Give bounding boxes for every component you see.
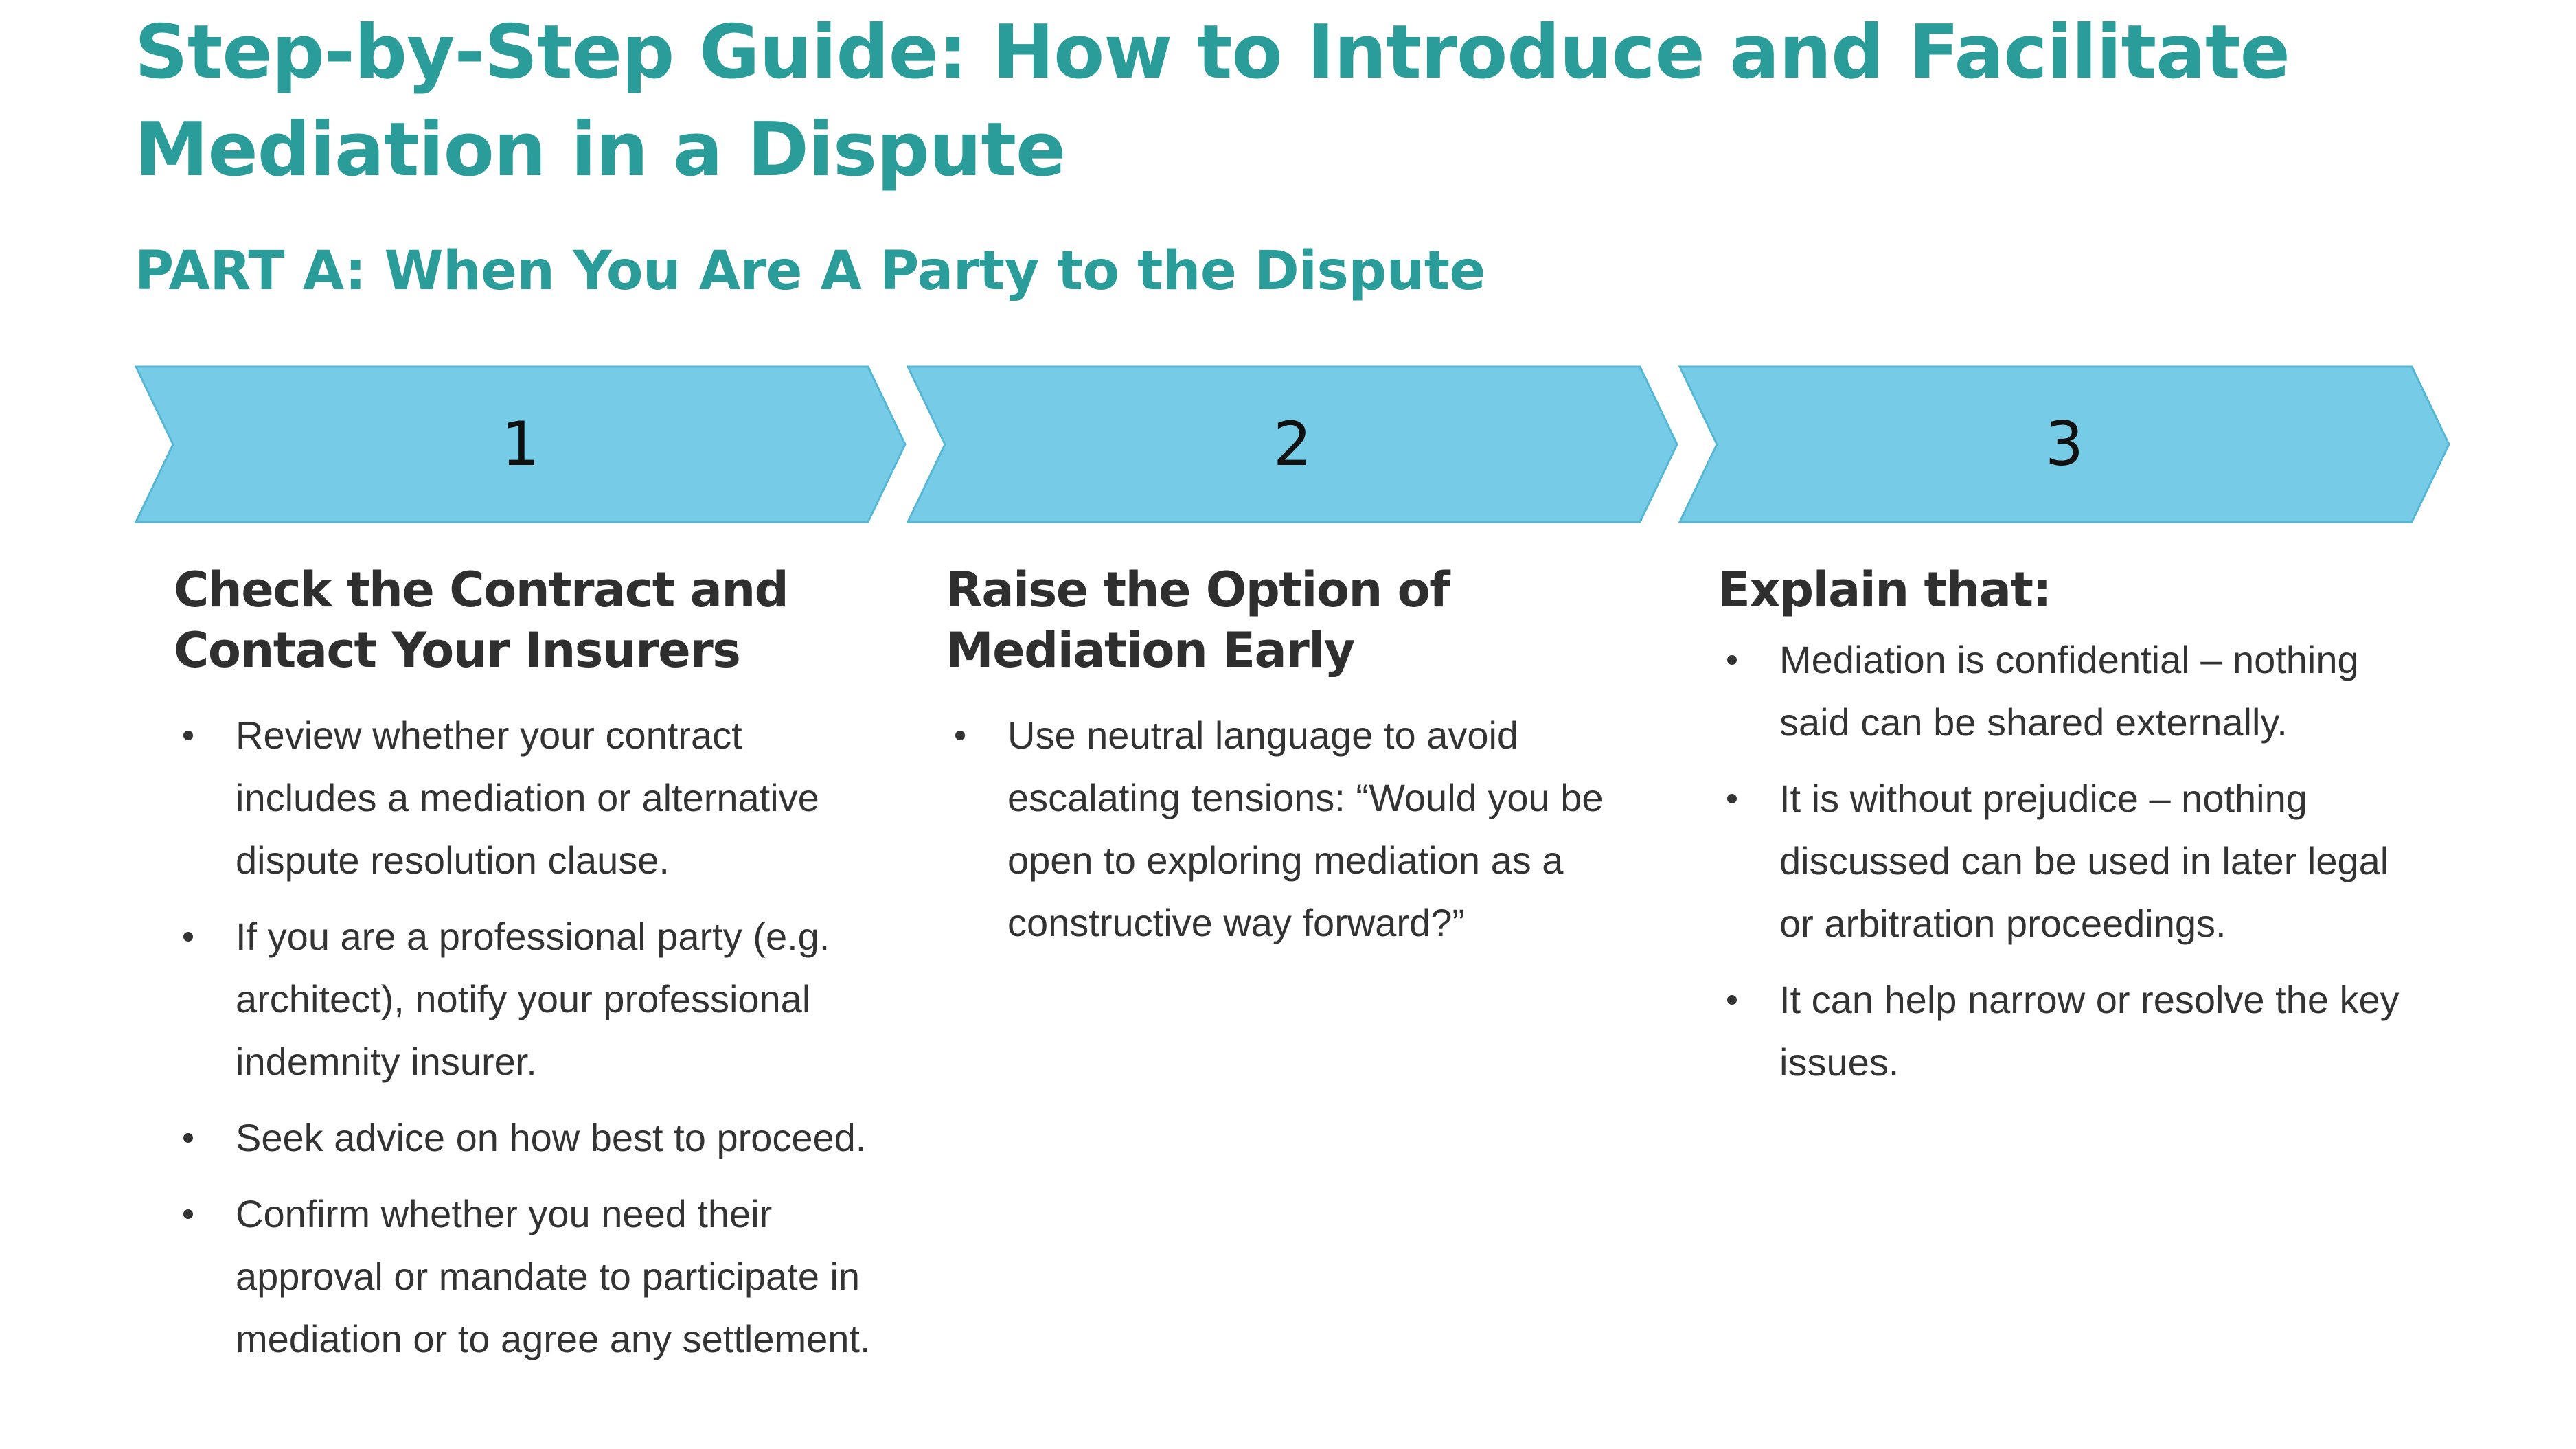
step-2-chevron: 2	[907, 365, 1678, 523]
step-2-column: Raise the Option of Mediation Early Use …	[946, 560, 1660, 968]
bullet-dot	[183, 1133, 193, 1143]
bullet-dot	[1727, 655, 1737, 665]
step-3-bullet: It is without prejudice – nothing discus…	[1718, 767, 2432, 955]
bullet-dot	[183, 932, 193, 942]
step-3-bullet-list: Mediation is confidential – nothing said…	[1718, 628, 2432, 1093]
step-1-bullet: Seek advice on how best to proceed.	[174, 1106, 888, 1169]
page-title: Step-by-Step Guide: How to Introduce and…	[135, 10, 2290, 193]
step-1-chevron-shape	[135, 365, 907, 523]
bullet-dot	[183, 731, 193, 740]
step-2-bullet: Use neutral language to avoid escalating…	[946, 704, 1660, 954]
bullet-dot	[1727, 794, 1737, 803]
step-2-number: 2	[1273, 409, 1312, 479]
step-1-heading: Check the Contract and Contact Your Insu…	[174, 562, 789, 678]
step-3-chevron: 3	[1678, 365, 2450, 523]
step-2-heading: Raise the Option of Mediation Early	[946, 562, 1450, 678]
step-1-bullet-list: Review whether your contract includes a …	[174, 704, 888, 1370]
step-3-number: 3	[2045, 409, 2084, 479]
step-2-chevron-shape	[907, 365, 1678, 523]
bullet-dot	[955, 731, 965, 740]
bullet-dot	[183, 1209, 193, 1219]
step-2-bullet-list: Use neutral language to avoid escalating…	[946, 704, 1660, 954]
step-3-heading: Explain that:	[1718, 562, 2052, 618]
bullet-dot	[1727, 995, 1737, 1005]
step-3-chevron-shape	[1678, 365, 2450, 523]
step-1-chevron: 1	[135, 365, 907, 523]
step-1-bullet: Confirm whether you need their approval …	[174, 1183, 888, 1370]
step-3-bullet: Mediation is confidential – nothing said…	[1718, 628, 2432, 753]
step-1-bullet: Review whether your contract includes a …	[174, 704, 888, 891]
step-1-number: 1	[501, 409, 540, 479]
part-title: PART A: When You Are A Party to the Disp…	[135, 240, 1485, 302]
step-3-column: Explain that: Mediation is confidential …	[1718, 560, 2432, 1107]
step-1-column: Check the Contract and Contact Your Insu…	[174, 560, 888, 1384]
step-1-bullet: If you are a professional party (e.g. ar…	[174, 905, 888, 1093]
step-3-bullet: It can help narrow or resolve the key is…	[1718, 968, 2432, 1093]
